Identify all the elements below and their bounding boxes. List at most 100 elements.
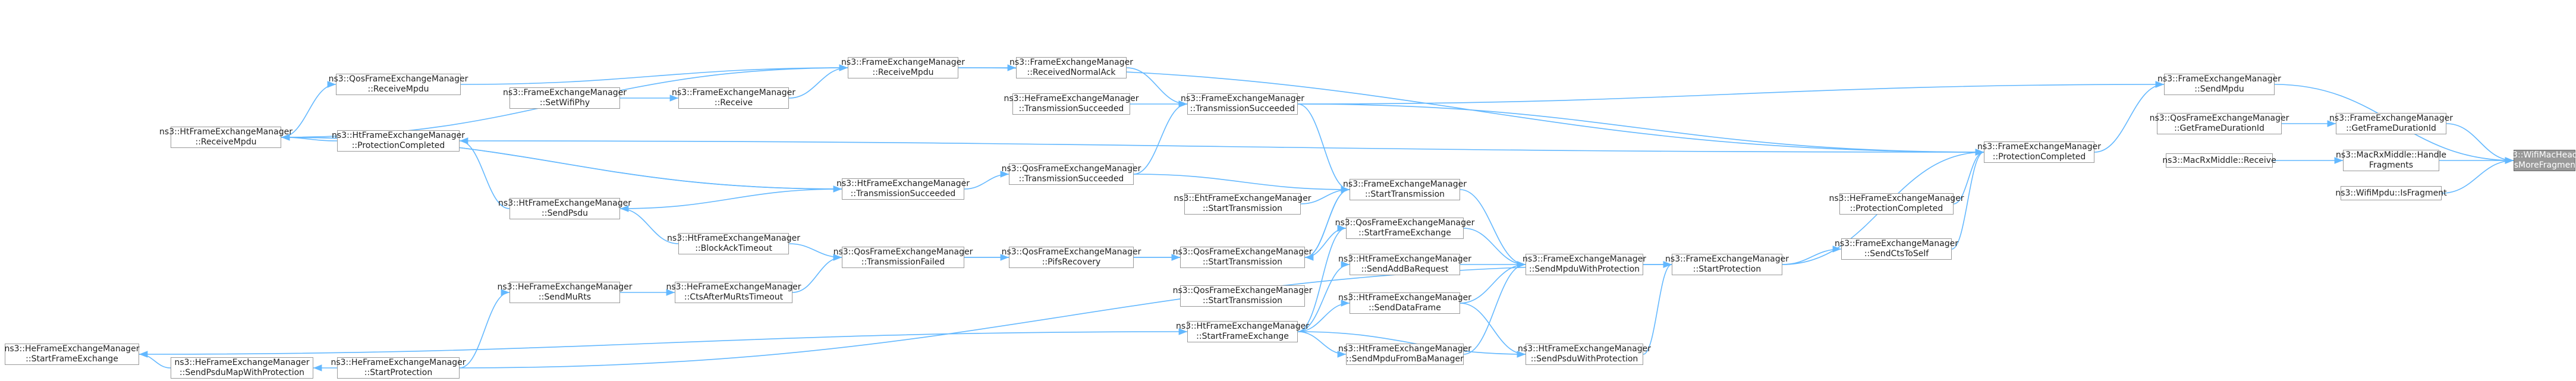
call-edge [1297,261,1350,332]
call-edge [1297,225,1347,332]
node-label-line: ::ProtectionCompleted [351,141,445,150]
node-label-line: ::StartFrameExchange [1196,332,1289,341]
node-label-line: ns3::QosFrameExchangeManager [1001,164,1141,174]
node-label-line: ::SetWifiPhy [539,98,590,108]
node-label-line: ::IsMoreFragments [2506,160,2576,170]
node-heframeexchangemanager-sendmurts[interactable]: ns3::HeFrameExchangeManager ::SendMuRts [497,282,633,303]
call-edge [459,140,1984,156]
node-frameexchangemanager-protectioncompleted[interactable]: ns3::FrameExchangeManager ::ProtectionCo… [1977,141,2101,163]
node-label-line: ns3::FrameExchangeManager [1343,180,1467,189]
node-htframeexchangemanager-protectioncompleted[interactable]: ns3::HtFrameExchangeManager ::Protection… [332,130,465,152]
node-label-line: ::StartFrameExchange [26,354,118,364]
node-label-line: ::CtsAfterMuRtsTimeout [684,292,784,302]
node-macrxmiddle-handlefragments[interactable]: ns3::MacRxMiddle::Handle Fragments [2336,150,2446,171]
node-label-line: ns3::FrameExchangeManager [1665,254,1789,264]
node-htframeexchangemanager-transmissionsucceeded[interactable]: ns3::HtFrameExchangeManager ::Transmissi… [836,178,970,200]
node-frameexchangemanager-sendmpduwithprotection[interactable]: ns3::FrameExchangeManager ::SendMpduWith… [1523,254,1646,275]
node-label-line: ::TransmissionSucceeded [1018,174,1124,184]
node-label-line: ns3::FrameExchangeManager [672,88,795,97]
node-frameexchangemanager-transmissionsucceeded[interactable]: ns3::FrameExchangeManager ::Transmission… [1181,93,1304,115]
node-label-line: ns3::HeFrameExchangeManager [174,358,310,367]
node-qosframeexchangemanager-transmissionfailed[interactable]: ns3::QosFrameExchangeManager ::Transmiss… [833,247,973,268]
call-edge [139,351,171,369]
node-label-line: ns3::QosFrameExchangeManager [1335,218,1475,228]
node-qosframeexchangemanager-startframeexchange[interactable]: ns3::QosFrameExchangeManager ::StartFram… [1335,218,1474,239]
node-label-line: ::StartProtection [1693,265,1762,274]
node-label-line: ns3::HeFrameExchangeManager [497,282,633,292]
node-label-line: ns3::HeFrameExchangeManager [1004,94,1139,103]
node-label-line: ns3::FrameExchangeManager [841,58,965,67]
node-qosframeexchangemanager-starttransmission[interactable]: ns3::QosFrameExchangeManager ::StartTran… [1173,247,1312,268]
node-label-line: ::ProtectionCompleted [1992,152,2086,162]
node-htframeexchangemanager-blockacktimeout[interactable]: ns3::HtFrameExchangeManager ::BlockAckTi… [667,233,800,254]
node-htframeexchangemanager-sendpsdu[interactable]: ns3::HtFrameExchangeManager ::SendPsdu [498,198,631,219]
call-edge [1460,261,1526,304]
node-label-line: ::StartFrameExchange [1358,228,1451,238]
call-edge [459,137,510,209]
node-frameexchangemanager-getframedurationid[interactable]: ns3::FrameExchangeManager ::GetFrameDura… [2329,113,2453,134]
node-label-line: ::TransmissionSucceeded [850,189,956,199]
node-htframeexchangemanager-sendpsduwithprotection[interactable]: ns3::HtFrameExchangeManager ::SendPsduWi… [1518,344,1651,365]
node-label-line: ns3::QosFrameExchangeManager [1172,286,1313,295]
node-label-line: ns3::QosFrameExchangeManager [1001,247,1141,257]
node-label-line: ns3::FrameExchangeManager [503,88,627,97]
node-label-line: ::StartTransmission [1202,257,1283,267]
node-heframeexchangemanager-sendpsdumapwithprotection[interactable]: ns3::HeFrameExchangeManager ::SendPsduMa… [171,357,313,379]
node-frameexchangemanager-sendmpdu[interactable]: ns3::FrameExchangeManager ::SendMpdu [2157,74,2281,95]
node-frameexchangemanager-sendctstoself[interactable]: ns3::FrameExchangeManager ::SendCtsToSel… [1835,238,1958,260]
node-heframeexchangemanager-transmissionsucceeded[interactable]: ns3::HeFrameExchangeManager ::Transmissi… [1004,93,1139,115]
call-edge [1643,261,1672,355]
node-label-line: ns3::WifiMpdu::IsFragment [2335,188,2447,198]
node-label-line: ::ReceiveMpdu [367,84,429,94]
node-heframeexchangemanager-startprotection[interactable]: ns3::HeFrameExchangeManager ::StartProte… [331,357,466,379]
node-frameexchangemanager-startprotection[interactable]: ns3::FrameExchangeManager ::StartProtect… [1665,254,1789,275]
node-label-line: ::Receive [714,98,753,108]
node-heframeexchangemanager-ctsaftermurtstimeout[interactable]: ns3::HeFrameExchangeManager ::CtsAfterMu… [666,282,801,303]
node-label-line: ns3::HtFrameExchangeManager [1338,344,1471,354]
node-label-line: ::TransmissionSucceeded [1018,104,1124,114]
call-edge [619,185,842,209]
node-label-line: ns3::WifiMacHeader [2502,150,2576,160]
node-heframeexchangemanager-protectioncompleted[interactable]: ns3::HeFrameExchangeManager ::Protection… [1829,193,1964,215]
node-label-line: ::PifsRecovery [1042,257,1101,267]
call-edge [2446,123,2514,164]
node-qosframeexchangemanager-starttransmission-2[interactable]: ns3::QosFrameExchangeManager ::StartTran… [1173,285,1312,307]
call-edge [1304,189,1350,261]
node-frameexchangemanager-receivednormalack[interactable]: ns3::FrameExchangeManager ::ReceivedNorm… [1009,57,1133,78]
node-label-line: ::StartTransmission [1202,296,1283,306]
node-label-line: ::TransmissionSucceeded [1190,104,1295,114]
node-frameexchangemanager-receive[interactable]: ns3::FrameExchangeManager ::Receive [672,87,795,109]
node-htframeexchangemanager-sendaddbarequest[interactable]: ns3::HtFrameExchangeManager ::SendAddBaR… [1338,254,1471,275]
node-frameexchangemanager-setwifiphy[interactable]: ns3::FrameExchangeManager ::SetWifiPhy [503,87,627,109]
node-htframeexchangemanager-senddataframe[interactable]: ns3::HtFrameExchangeManager ::SendDataFr… [1338,292,1471,314]
node-label-line: ns3::HeFrameExchangeManager [1829,194,1964,203]
node-qosframeexchangemanager-getframedurationid[interactable]: ns3::QosFrameExchangeManager ::GetFrameD… [2150,113,2289,134]
node-label-line: ::SendMpdu [2194,84,2244,94]
node-htframeexchangemanager-sendmpdufrombamanager[interactable]: ns3::HtFrameExchangeManager ::SendMpduFr… [1338,344,1471,365]
node-ehtframeexchangemanager-starttransmission[interactable]: ns3::EhtFrameExchangeManager ::StartTran… [1174,193,1311,215]
node-macrxmiddle-receive[interactable]: ns3::MacRxMiddle::Receive [2162,153,2276,168]
node-label-line: ns3::HtFrameExchangeManager [159,127,292,137]
node-label-line: ::GetFrameDurationId [2174,124,2264,133]
node-frameexchangemanager-receivempdu[interactable]: ns3::FrameExchangeManager ::ReceiveMpdu [841,57,965,78]
node-wifimacheader-ismorefragments: ns3::WifiMacHeader ::IsMoreFragments [2503,150,2576,171]
node-heframeexchangemanager-startframeexchange[interactable]: ns3::HeFrameExchangeManager ::StartFrame… [4,344,140,365]
node-htframeexchangemanager-startframeexchange[interactable]: ns3::HtFrameExchangeManager ::StartFrame… [1176,321,1309,342]
call-edge [2094,81,2165,153]
node-qosframeexchangemanager-transmissionsucceeded[interactable]: ns3::QosFrameExchangeManager ::Transmiss… [1002,163,1141,185]
node-label-line: ::SendPsduWithProtection [1530,354,1638,364]
node-qosframeexchangemanager-pifsrecovery[interactable]: ns3::QosFrameExchangeManager ::PifsRecov… [1002,247,1141,268]
node-label-line: ns3::HeFrameExchangeManager [4,344,140,354]
call-edge [2441,157,2514,194]
node-label-line: ns3::FrameExchangeManager [1523,254,1646,264]
node-label-line: ::ReceiveMpdu [872,68,934,77]
node-qosframeexchangemanager-receivempdu[interactable]: ns3::QosFrameExchangeManager ::ReceiveMp… [329,74,468,95]
node-frameexchangemanager-starttransmission[interactable]: ns3::FrameExchangeManager ::StartTransmi… [1343,179,1467,200]
node-label-line: ::SendCtsToSelf [1864,249,1929,259]
node-label-line: ::TransmissionFailed [861,257,945,267]
node-htframeexchangemanager-receivempdu[interactable]: ns3::HtFrameExchangeManager ::ReceiveMpd… [159,127,292,148]
node-label-line: ns3::HtFrameExchangeManager [1518,344,1651,354]
node-wifimpdu-isfragment[interactable]: ns3::WifiMpdu::IsFragment [2335,186,2447,200]
node-label-line: ns3::QosFrameExchangeManager [2149,114,2289,123]
node-label-line: ::SendAddBaRequest [1361,265,1449,274]
